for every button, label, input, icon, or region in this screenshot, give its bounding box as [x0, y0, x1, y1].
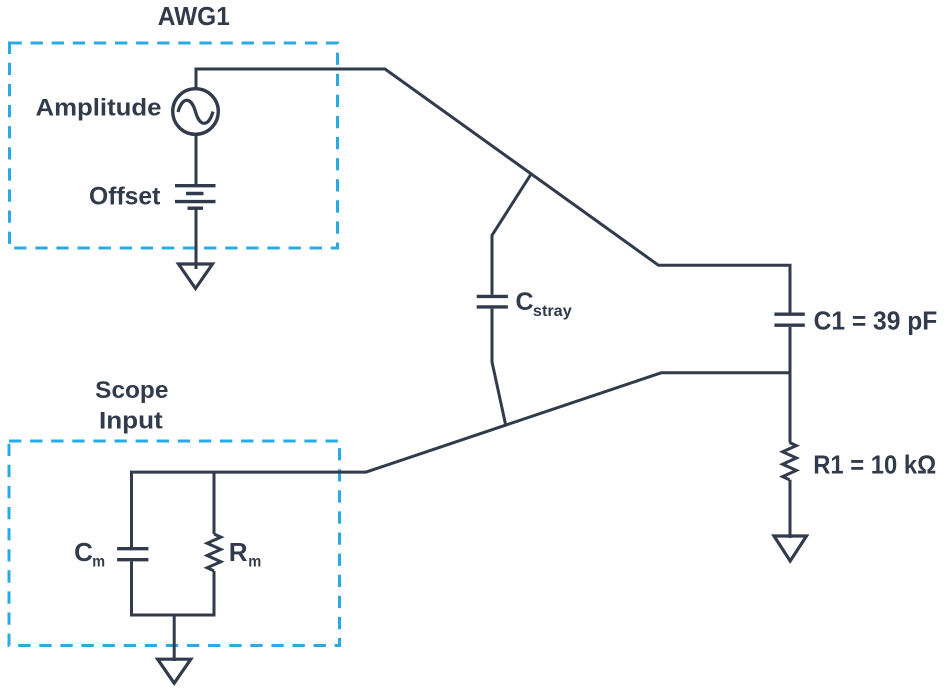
svg-text:C1 = 39 pF: C1 = 39 pF — [814, 306, 938, 336]
svg-text:R1 = 10 kΩ: R1 = 10 kΩ — [813, 449, 936, 479]
svg-text:Amplitude: Amplitude — [36, 95, 162, 122]
svg-text:m: m — [92, 553, 105, 570]
svg-text:Input: Input — [99, 408, 163, 435]
svg-text:m: m — [248, 553, 261, 570]
svg-text:Scope: Scope — [95, 377, 168, 404]
svg-text:C: C — [74, 537, 93, 567]
svg-text:R: R — [229, 537, 248, 567]
svg-text:Offset: Offset — [89, 182, 161, 210]
svg-text:stray: stray — [533, 303, 572, 320]
svg-text:AWG1: AWG1 — [158, 1, 230, 31]
svg-text:C: C — [516, 288, 534, 316]
